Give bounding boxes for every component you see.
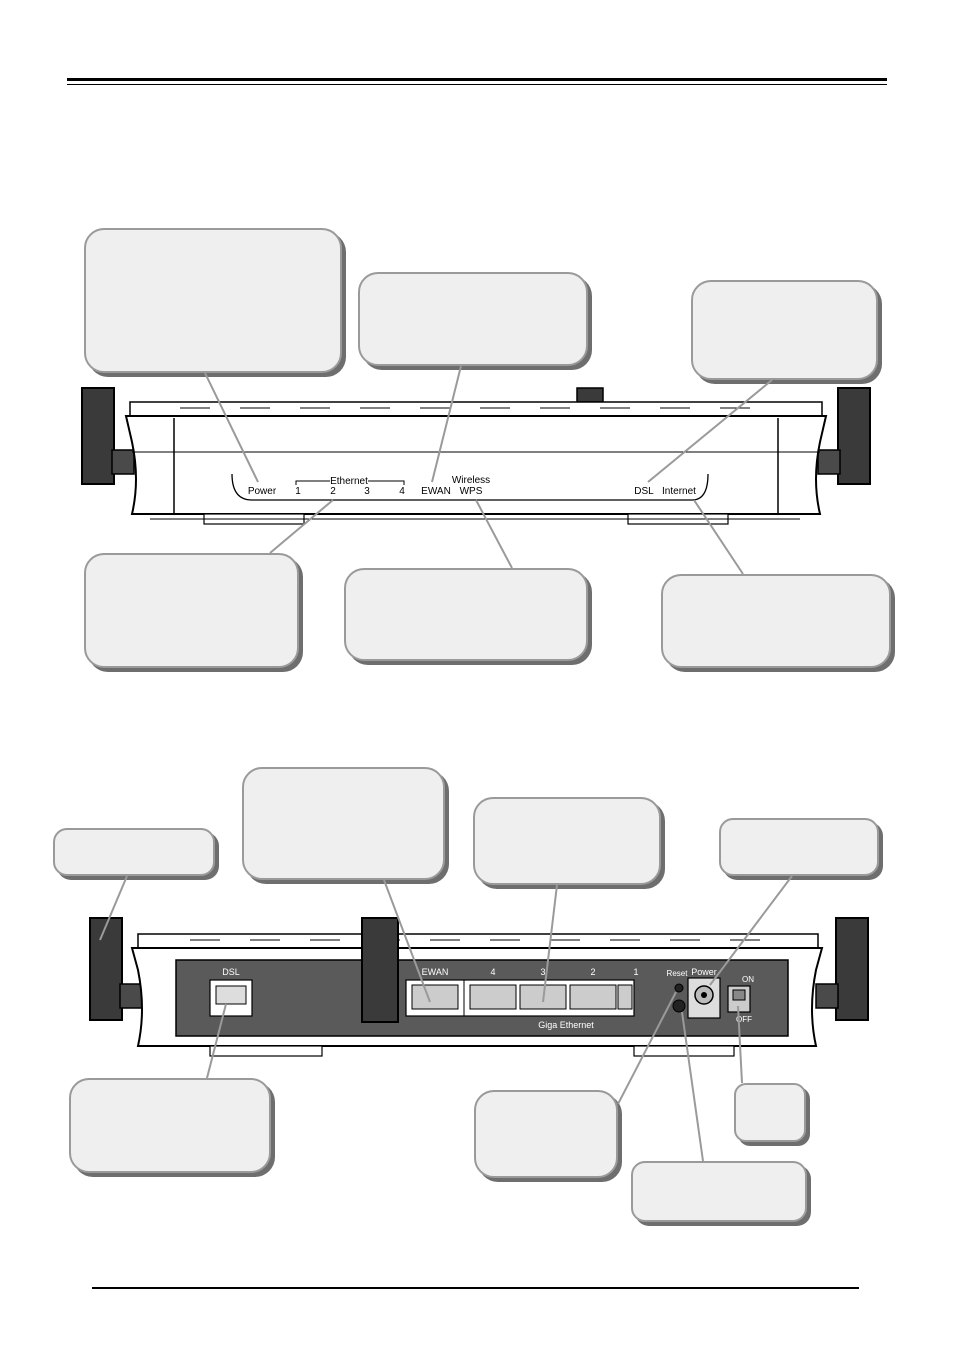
front-label-eth4: 4 bbox=[399, 486, 405, 497]
callout-antenna bbox=[53, 828, 215, 876]
rear-label-giga-ethernet: Giga Ethernet bbox=[538, 1020, 594, 1030]
callout-lan-ports bbox=[473, 797, 661, 885]
rear-label-power: Power bbox=[691, 967, 717, 977]
front-leader-lines bbox=[204, 365, 773, 575]
front-label-eth1: 1 bbox=[295, 486, 301, 497]
rear-label-lan4: 4 bbox=[490, 967, 495, 977]
callout-power-jack bbox=[719, 818, 879, 876]
front-label-ethernet: Ethernet bbox=[330, 476, 368, 487]
front-label-dsl: DSL bbox=[634, 486, 654, 497]
front-label-wps: WPS bbox=[460, 486, 483, 497]
front-label-eth3: 3 bbox=[364, 486, 370, 497]
header-rule-thin bbox=[67, 84, 887, 85]
callout-power-switch bbox=[734, 1083, 806, 1142]
callout-power-led bbox=[84, 228, 342, 373]
rear-label-ewan: EWAN bbox=[422, 967, 449, 977]
router-rear-view bbox=[89, 917, 869, 1057]
callout-reset-button bbox=[474, 1090, 618, 1178]
rear-label-off: OFF bbox=[736, 1015, 752, 1024]
callout-ewan-port bbox=[242, 767, 445, 880]
front-label-internet: Internet bbox=[662, 486, 696, 497]
rear-label-dsl: DSL bbox=[222, 967, 240, 977]
callout-wps-led bbox=[344, 568, 588, 661]
callout-dsl-port bbox=[69, 1078, 271, 1173]
callout-dsl-led bbox=[691, 280, 878, 380]
front-label-eth2: 2 bbox=[330, 486, 336, 497]
front-label-power: Power bbox=[248, 486, 277, 497]
rear-leader-lines bbox=[99, 875, 793, 1162]
footer-rule bbox=[92, 1287, 859, 1289]
callout-wps-button bbox=[631, 1161, 807, 1222]
rear-label-lan3: 3 bbox=[540, 967, 545, 977]
front-label-wireless: Wireless bbox=[452, 475, 490, 486]
callout-ethernet-leds bbox=[84, 553, 299, 668]
callout-internet-led bbox=[661, 574, 891, 668]
callout-ewan-led bbox=[358, 272, 588, 366]
front-label-ewan: EWAN bbox=[421, 486, 451, 497]
rear-label-lan2: 2 bbox=[590, 967, 595, 977]
rear-label-on: ON bbox=[742, 975, 754, 984]
router-front-view bbox=[81, 387, 871, 525]
rear-label-lan1: 1 bbox=[633, 967, 638, 977]
header-rule-thick bbox=[67, 78, 887, 81]
rear-label-reset: Reset bbox=[667, 969, 689, 978]
